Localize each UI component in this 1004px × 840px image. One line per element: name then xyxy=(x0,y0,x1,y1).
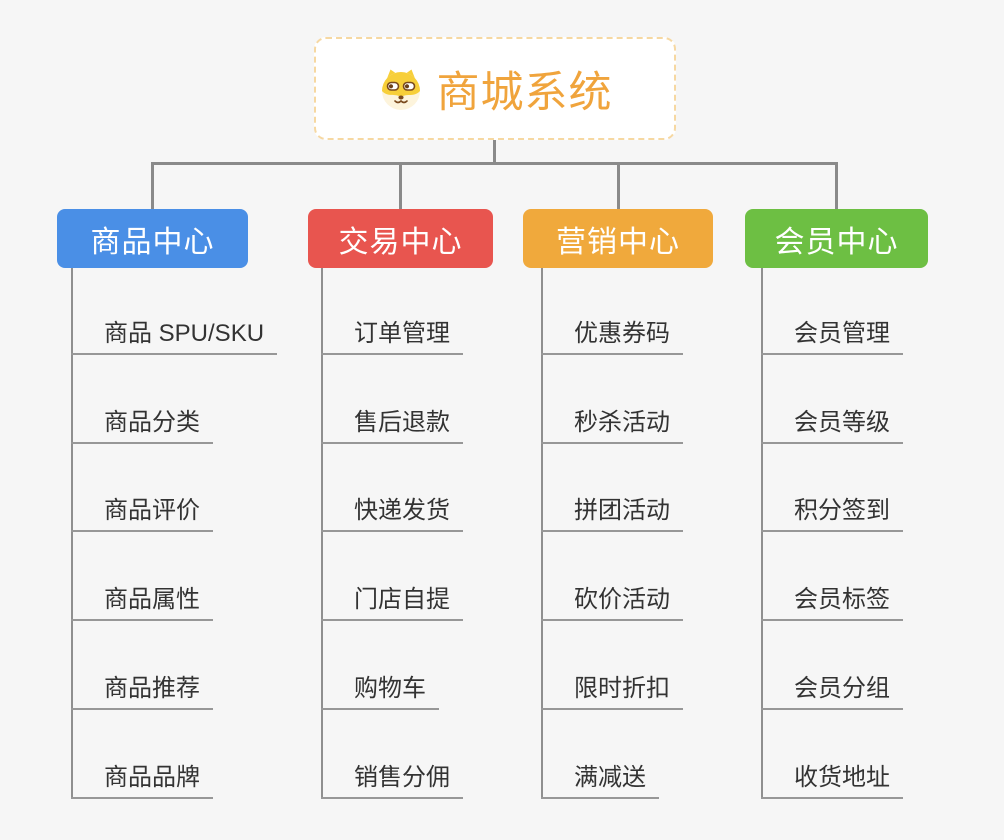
leaf-item[interactable]: 秒杀活动 xyxy=(541,411,683,444)
leaf-item[interactable]: 收货地址 xyxy=(761,766,903,799)
connector-line xyxy=(541,268,543,799)
branch-node-trade-center[interactable]: 交易中心 xyxy=(308,209,493,268)
leaf-item[interactable]: 购物车 xyxy=(321,677,439,710)
leaf-item[interactable]: 商品品牌 xyxy=(71,766,213,799)
branch-node-marketing-center[interactable]: 营销中心 xyxy=(523,209,713,268)
leaf-item[interactable]: 门店自提 xyxy=(321,588,463,621)
leaf-item[interactable]: 满减送 xyxy=(541,766,659,799)
leaf-item[interactable]: 商品 SPU/SKU xyxy=(71,322,278,355)
leaf-item[interactable]: 会员等级 xyxy=(761,411,903,444)
leaf-item[interactable]: 销售分佣 xyxy=(321,766,463,799)
connector-line xyxy=(71,268,73,799)
connector-line xyxy=(151,162,838,165)
leaf-item[interactable]: 会员标签 xyxy=(761,588,903,621)
leaf-item[interactable]: 商品属性 xyxy=(71,588,213,621)
leaf-item[interactable]: 会员分组 xyxy=(761,677,903,710)
leaf-item[interactable]: 售后退款 xyxy=(321,411,463,444)
root-title: 商城系统 xyxy=(436,68,613,117)
connector-line xyxy=(399,162,402,210)
leaf-item[interactable]: 快递发货 xyxy=(321,499,463,532)
connector-line xyxy=(761,268,763,799)
leaf-item[interactable]: 会员管理 xyxy=(761,322,903,355)
connector-line xyxy=(493,140,496,163)
connector-line xyxy=(321,268,323,799)
branch-node-member-center[interactable]: 会员中心 xyxy=(745,209,928,268)
leaf-item[interactable]: 商品分类 xyxy=(71,411,213,444)
root-node-mall-system[interactable]: 商城系统 xyxy=(314,37,676,140)
dog-face-icon xyxy=(381,69,420,110)
connector-line xyxy=(835,162,838,210)
leaf-item[interactable]: 商品推荐 xyxy=(71,677,213,710)
leaf-item[interactable]: 积分签到 xyxy=(761,499,903,532)
connector-line xyxy=(151,162,154,210)
leaf-item[interactable]: 商品评价 xyxy=(71,499,213,532)
connector-line xyxy=(617,162,620,210)
branch-node-product-center[interactable]: 商品中心 xyxy=(57,209,248,268)
leaf-item[interactable]: 订单管理 xyxy=(321,322,463,355)
leaf-item[interactable]: 拼团活动 xyxy=(541,499,683,532)
leaf-item[interactable]: 砍价活动 xyxy=(541,588,683,621)
leaf-item[interactable]: 限时折扣 xyxy=(541,677,683,710)
leaf-item[interactable]: 优惠券码 xyxy=(541,322,683,355)
